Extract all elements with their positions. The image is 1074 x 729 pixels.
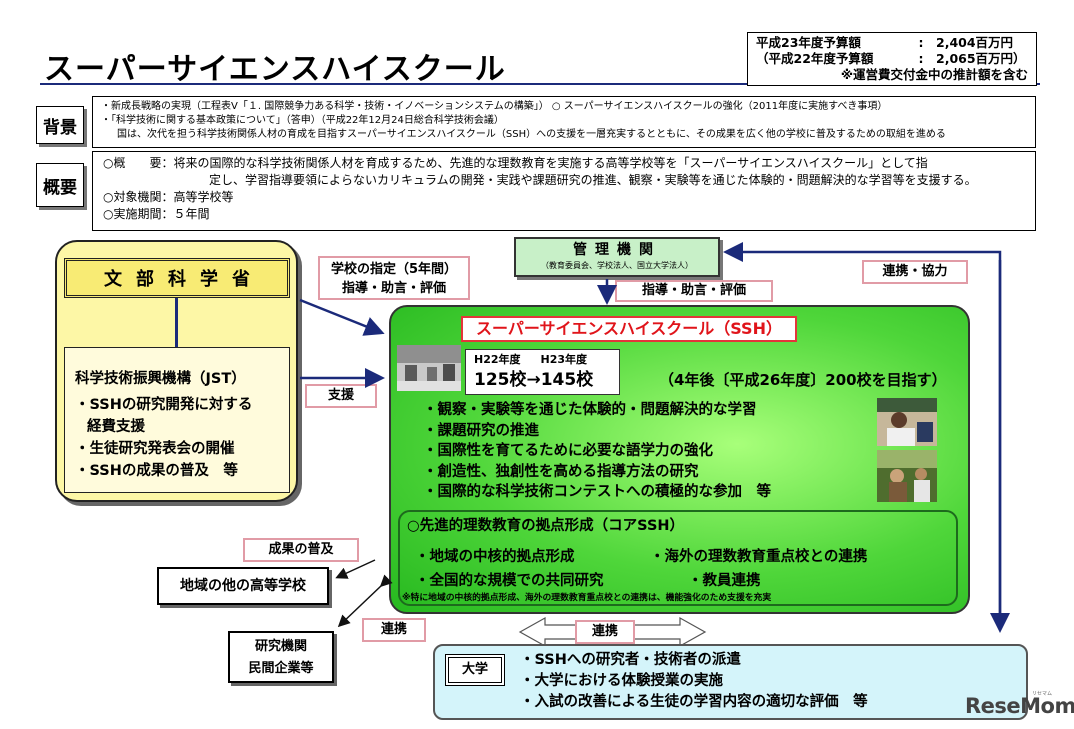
research-line: 民間企業等 (248, 661, 314, 676)
other-schools-box: 地域の他の高等学校 (157, 567, 329, 605)
budget-box: 平成23年度予算額 : 2,404百万円 （平成22年度予算額 : 2,065百… (747, 32, 1037, 86)
core-item: ・地域の中核的拠点形成 (415, 549, 575, 565)
designation-label: 学校の指定（5年間） 指導・助言・評価 (318, 256, 470, 300)
year-2010: H22年度 (474, 353, 521, 366)
overview-line: ○対象機関：高等学校等 (103, 190, 234, 204)
core-item: ・海外の理数教育重点校との連携 (650, 549, 868, 565)
core-note: ※特に地域の中核的拠点形成、海外の理数教育重点校との連携は、機能強化のため支援を… (402, 593, 772, 603)
designation-line: 学校の指定（5年間） (330, 262, 458, 277)
mext-title: 文部科学省 (64, 258, 290, 298)
university-item: ・SSHへの研究者・技術者の派遣 (520, 652, 741, 668)
fieldwork-photo (877, 450, 937, 502)
budget-label: （平成22年度予算額 (756, 51, 874, 66)
mext-connector (175, 298, 178, 348)
activity-list: ・観察・実験等を通じた体験的・問題解決的な学習 ・課題研究の推進 ・国際性を育て… (423, 400, 771, 503)
link-label: 連携 (575, 620, 635, 644)
activity-item: ・課題研究の推進 (423, 422, 539, 439)
overview-line: ○実施期間：５年間 (103, 207, 210, 221)
activity-item: ・国際的な科学技術コンテストへの積極的な参加 等 (423, 484, 771, 500)
resemom-logo: ReseMom (965, 694, 1074, 718)
count-value: 125校→145校 (474, 370, 594, 390)
budget-sep: : (918, 35, 924, 50)
support-label: 支援 (305, 384, 377, 408)
management-box: 管理機関 （教育委員会、学校法人、国立大学法人） (514, 237, 720, 277)
overview-line: ○概 要：将来の国際的な科学技術関係人材を育成するため、先進的な理数教育を実施す… (103, 156, 928, 170)
university-item: ・入試の改善による生徒の学習内容の適切な評価 等 (520, 694, 868, 710)
core-item: ・全国的な規模での共同研究 (415, 573, 604, 589)
background-tab: 背景 (36, 106, 84, 144)
research-line: 研究機関 (254, 639, 307, 654)
cooperation-label: 連携・協力 (862, 260, 968, 284)
budget-row: 平成23年度予算額 : 2,404百万円 (756, 35, 1028, 51)
overview-line: 定し、学習指導要領によらないカリキュラムの開発・実践や課題研究の推進、観察・実験… (209, 173, 977, 187)
budget-value: 2,404百万円 (936, 35, 1014, 50)
year-2011: H23年度 (540, 353, 588, 366)
budget-value: 2,065百万円） (936, 51, 1026, 66)
arrow-spread (335, 559, 376, 579)
management-sub: （教育委員会、学校法人、国立大学法人） (541, 261, 693, 270)
guidance-label: 指導・助言・評価 (615, 280, 773, 302)
jst-item: ・生徒研究発表会の開催 (75, 441, 235, 457)
ssh-title: スーパーサイエンスハイスクール（SSH） (461, 316, 797, 342)
school-counts: H22年度 H23年度 125校→145校 (465, 349, 620, 395)
spread-label: 成果の普及 (243, 538, 359, 562)
arrow-cooperation (723, 242, 1002, 628)
background-line: 国は、次代を担う科学技術関係人材の育成を目指すスーパーサイエンスハイスクール（S… (117, 129, 946, 140)
research-box: 研究機関 民間企業等 (228, 631, 334, 683)
resemom-logo-kana: リセマム (1032, 691, 1053, 697)
core-ssh-box (398, 510, 958, 606)
management-title: 管理機関 (573, 242, 661, 258)
jst-item: ・SSHの成果の普及 等 (75, 463, 238, 479)
activity-item: ・観察・実験等を通じた体験的・問題解決的な学習 (423, 402, 757, 418)
overview-tab: 概要 (36, 163, 84, 207)
goal-text: （4年後〔平成26年度〕200校を目指す） (659, 371, 947, 389)
jst-item: 経費支援 (87, 419, 145, 435)
core-title: ○先進的理数教育の拠点形成（コアSSH） (407, 518, 685, 534)
jst-box: 科学技術振興機構（JST） ・SSHの研究開発に対する 経費支援 ・生徒研究発表… (64, 347, 290, 493)
activity-item: ・国際性を育てるために必要な語学力の強化 (423, 443, 713, 459)
overview-box: ○概 要：将来の国際的な科学技術関係人材を育成するため、先進的な理数教育を実施す… (92, 151, 1036, 231)
jst-item: ・SSHの研究開発に対する (75, 397, 253, 413)
classroom-photo (397, 345, 461, 391)
background-line: ・「科学技術に関する基本政策について」（答申）（平成22年12月24日総合科学技… (101, 115, 504, 126)
university-item: ・大学における体験授業の実施 (520, 673, 723, 689)
page-title: スーパーサイエンスハイスクール (44, 52, 506, 87)
university-panel (433, 644, 1028, 720)
core-item: ・教員連携 (688, 573, 761, 589)
activity-item: ・創造性、独創性を高める指導方法の研究 (423, 463, 699, 480)
experiment-photo (877, 398, 937, 446)
designation-line: 指導・助言・評価 (341, 281, 446, 296)
link-label: 連携 (362, 618, 426, 642)
title-underline (40, 83, 1040, 85)
university-tag: 大学 (446, 655, 504, 685)
count-years: H22年度 H23年度 (474, 352, 611, 368)
background-line: ・新成長戦略の実現（工程表Ⅴ「１. 国際競争力ある科学・技術・イノベーションシス… (101, 101, 888, 112)
arrow-designation (299, 298, 385, 336)
budget-note: ※運営費交付金中の推計額を含む (840, 67, 1028, 82)
background-box: ・新成長戦略の実現（工程表Ⅴ「１. 国際競争力ある科学・技術・イノベーションシス… (92, 96, 1036, 148)
budget-label: 平成23年度予算額 (756, 35, 861, 50)
budget-row: （平成22年度予算額 : 2,065百万円） (756, 51, 1028, 67)
budget-sep: : (918, 51, 924, 66)
university-list: ・SSHへの研究者・技術者の派遣 ・大学における体験授業の実施 ・入試の改善によ… (520, 650, 868, 713)
arrow-research (337, 574, 393, 628)
jst-title: 科学技術振興機構（JST） (75, 371, 246, 387)
